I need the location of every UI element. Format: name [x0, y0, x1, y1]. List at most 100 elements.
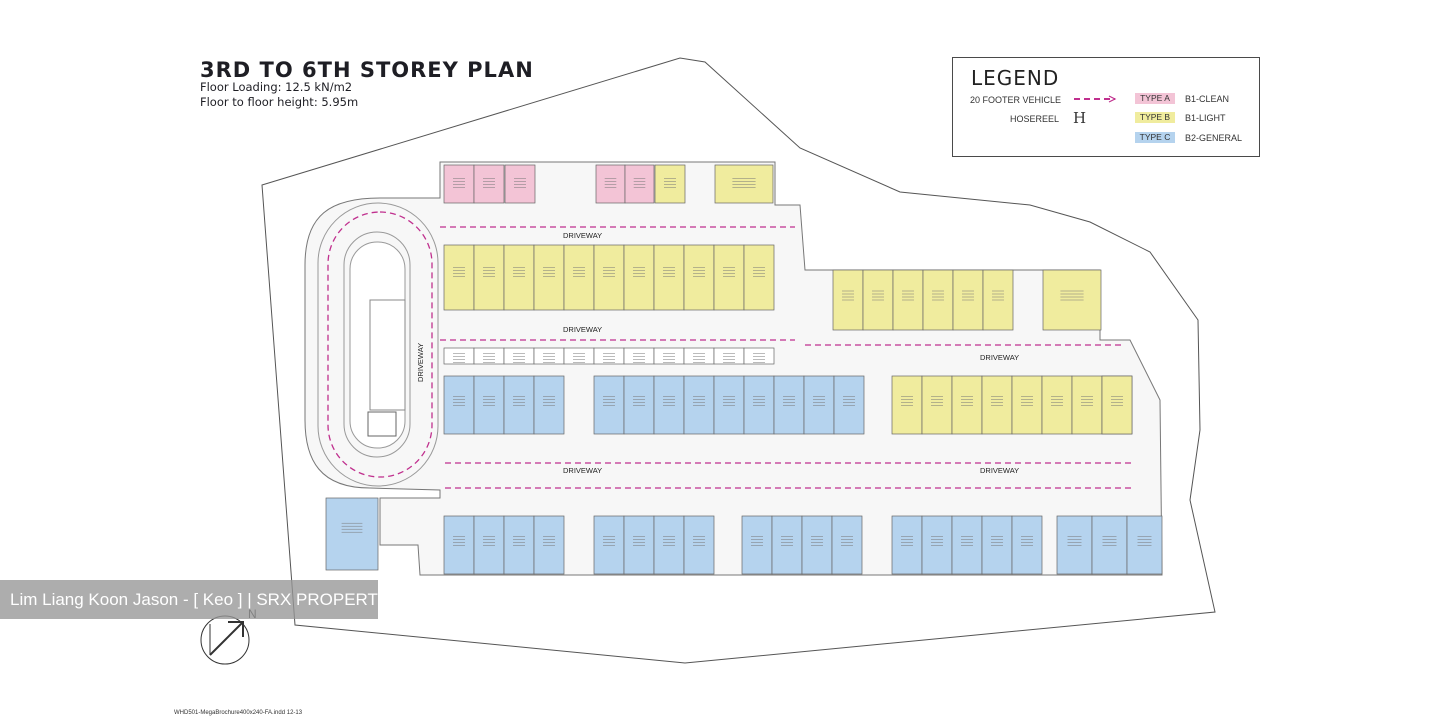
unit-mezzanine	[713, 347, 745, 365]
unit-type-c	[741, 515, 773, 575]
unit-type-b	[921, 375, 953, 435]
legend-type-b-swatch: TYPE B	[1135, 112, 1175, 123]
unit-type-b	[1101, 375, 1133, 435]
unit-type-c	[803, 375, 835, 435]
unit-type-c	[473, 515, 505, 575]
unit-type-c	[443, 375, 475, 435]
unit-type-c	[503, 375, 535, 435]
unit-type-c	[773, 375, 805, 435]
unit-type-b	[713, 244, 745, 311]
unit-type-c	[833, 375, 865, 435]
unit-type-c	[653, 375, 685, 435]
unit-type-b	[443, 244, 475, 311]
unit-type-c	[593, 515, 625, 575]
ramp-core	[369, 299, 406, 411]
unit-type-c	[713, 375, 745, 435]
unit-type-b	[743, 244, 775, 311]
legend-title: LEGEND	[971, 66, 1060, 90]
unit-mezzanine	[653, 347, 685, 365]
unit-type-c	[1056, 515, 1093, 575]
legend-type-a-swatch: TYPE A	[1135, 93, 1175, 104]
unit-mezzanine	[623, 347, 655, 365]
units-layer	[325, 164, 1163, 575]
unit-type-c	[533, 375, 565, 435]
driveway-label: DRIVEWAY	[980, 353, 1019, 362]
unit-type-b	[473, 244, 505, 311]
driveway-label: DRIVEWAY	[563, 231, 602, 240]
unit-type-c	[1091, 515, 1128, 575]
unit-type-c	[801, 515, 833, 575]
unit-type-c	[623, 515, 655, 575]
legend-hosereel-label: HOSEREEL	[1010, 114, 1060, 124]
agent-watermark: Lim Liang Koon Jason - [ Keo ] | SRX PRO…	[0, 580, 389, 619]
unit-type-b	[593, 244, 625, 311]
unit-mezzanine	[593, 347, 625, 365]
unit-type-c	[533, 515, 565, 575]
unit-type-a	[504, 164, 536, 204]
unit-type-c	[593, 375, 625, 435]
unit-type-c	[891, 515, 923, 575]
unit-type-c	[921, 515, 953, 575]
footer-file-reference: WHD501-MegaBrochure400x240-FA.indd 12-13	[174, 710, 303, 716]
unit-mezzanine	[563, 347, 595, 365]
floor-height-text: Floor to floor height: 5.95m	[200, 95, 359, 109]
driveway-label: DRIVEWAY	[563, 466, 602, 475]
unit-mezzanine	[443, 347, 475, 365]
unit-type-b	[563, 244, 595, 311]
building-outline	[304, 161, 1163, 576]
unit-type-c	[743, 375, 775, 435]
unit-type-b	[503, 244, 535, 311]
unit-type-a	[473, 164, 505, 204]
unit-type-c	[325, 497, 379, 571]
unit-mezzanine	[683, 347, 715, 365]
unit-type-b	[981, 375, 1013, 435]
unit-type-c	[683, 515, 715, 575]
unit-mezzanine	[533, 347, 565, 365]
legend-type-c-swatch: TYPE C	[1135, 132, 1175, 143]
unit-type-c	[981, 515, 1013, 575]
legend-box: LEGEND 20 FOOTER VEHICLE HOSEREEL H TYPE…	[952, 57, 1260, 157]
unit-mezzanine	[743, 347, 775, 365]
unit-type-b	[683, 244, 715, 311]
unit-type-b	[714, 164, 774, 204]
unit-type-c	[503, 515, 535, 575]
unit-type-b	[1071, 375, 1103, 435]
unit-type-b	[653, 244, 685, 311]
vehicle-route-icon	[1074, 95, 1117, 103]
unit-type-b	[1011, 375, 1043, 435]
site-boundary	[261, 57, 1216, 664]
driveway-routes	[440, 226, 1135, 489]
legend-vehicle-label: 20 FOOTER VEHICLE	[970, 95, 1062, 105]
unit-type-c	[1126, 515, 1163, 575]
hosereel-icon: H	[1073, 109, 1087, 127]
unit-type-b	[533, 244, 565, 311]
legend-type-b-desc: B1-LIGHT	[1185, 113, 1226, 123]
plan-title: 3RD TO 6TH STOREY PLAN	[200, 58, 534, 82]
ramp-lift-lobby	[367, 411, 397, 437]
unit-type-b	[623, 244, 655, 311]
legend-type-c-desc: B2-GENERAL	[1185, 133, 1243, 143]
unit-type-a	[624, 164, 655, 204]
unit-type-c	[951, 515, 983, 575]
unit-type-c	[653, 515, 685, 575]
unit-type-b	[1041, 375, 1073, 435]
unit-type-c	[771, 515, 803, 575]
unit-type-c	[623, 375, 655, 435]
floor-loading-text: Floor Loading: 12.5 kN/m2	[200, 80, 353, 94]
ramp-vehicle-route	[327, 211, 433, 478]
unit-mezzanine	[503, 347, 535, 365]
unit-type-c	[1011, 515, 1043, 575]
legend-type-a-desc: B1-CLEAN	[1185, 94, 1230, 104]
unit-type-c	[683, 375, 715, 435]
driveway-label: DRIVEWAY	[563, 325, 602, 334]
unit-type-c	[443, 515, 475, 575]
unit-type-b	[951, 375, 983, 435]
unit-type-c	[473, 375, 505, 435]
unit-type-b	[891, 375, 923, 435]
unit-type-b	[654, 164, 686, 204]
unit-mezzanine	[473, 347, 505, 365]
unit-type-c	[831, 515, 863, 575]
unit-type-a	[595, 164, 626, 204]
unit-type-a	[443, 164, 475, 204]
